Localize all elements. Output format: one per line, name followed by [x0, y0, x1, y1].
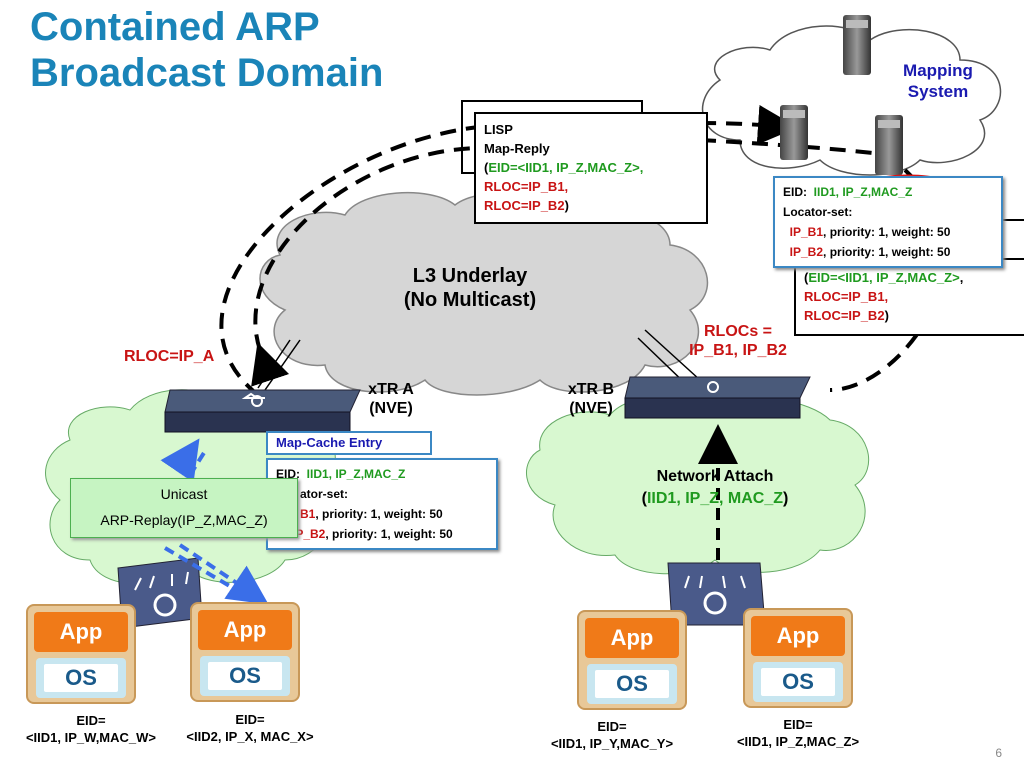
xtr-a-router [164, 389, 361, 433]
host-w: App OS [26, 604, 136, 704]
map-reply-box-right: (EID=<IID1, IP_Z,MAC_Z>, RLOC=IP_B1, RLO… [794, 258, 1024, 336]
server-1 [843, 15, 871, 75]
xtr-a-label: xTR A (NVE) [368, 381, 414, 417]
unicast-arp-reply-box: Unicast ARP-Replay(IP_Z,MAC_Z) [70, 478, 298, 538]
page-number: 6 [995, 746, 1002, 760]
os-label: OS [587, 664, 677, 704]
map-cache-title: Map-Cache Entry [266, 431, 432, 455]
underlay-cloud [259, 191, 709, 396]
host-y: App OS [577, 610, 687, 710]
map-cache-entry: EID: IID1, IP_Z,MAC_Z ator-set: B1, prio… [266, 458, 498, 550]
server-3 [875, 115, 903, 175]
host-x-eid: EID= <IID2, IP_X, MAC_X> [186, 712, 314, 744]
app-label: App [585, 618, 679, 658]
app-label: App [34, 612, 128, 652]
xtr-b-label: xTR B (NVE) [567, 381, 615, 417]
mapping-db-entry: EID: IID1, IP_Z,MAC_Z Locator-set: IP_B1… [773, 176, 1003, 268]
rloc-a-label: RLOC=IP_A [124, 348, 215, 365]
rlocs-b-label: RLOCs = IP_B1, IP_B2 [689, 323, 787, 359]
server-2 [780, 105, 808, 160]
underlay-label: L3 Underlay (No Multicast) [403, 265, 537, 311]
mapping-system-label: Mapping System [903, 61, 973, 101]
os-label: OS [36, 658, 126, 698]
app-label: App [198, 610, 292, 650]
host-x: App OS [190, 602, 300, 702]
xtr-b-router [624, 376, 811, 419]
map-reply-box: LISP Map-Reply (EID=<IID1, IP_Z,MAC_Z>, … [474, 112, 708, 224]
host-w-eid: EID= <IID1, IP_W,MAC_W> [25, 713, 157, 745]
os-label: OS [753, 662, 843, 702]
host-y-eid: EID= <IID1, IP_Y,MAC_Y> [550, 719, 674, 751]
title-line-2: Broadcast Domain [30, 51, 384, 95]
host-z-eid: EID= <IID1, IP_Z,MAC_Z> [736, 717, 860, 749]
host-z: App OS [743, 608, 853, 708]
title-line-1: Contained ARP [30, 5, 320, 49]
os-label: OS [200, 656, 290, 696]
page-title: Contained ARP Broadcast Domain [30, 4, 383, 96]
app-label: App [751, 616, 845, 656]
network-attach-label: Network Attach (IID1, IP_Z, MAC_Z) [641, 468, 789, 507]
